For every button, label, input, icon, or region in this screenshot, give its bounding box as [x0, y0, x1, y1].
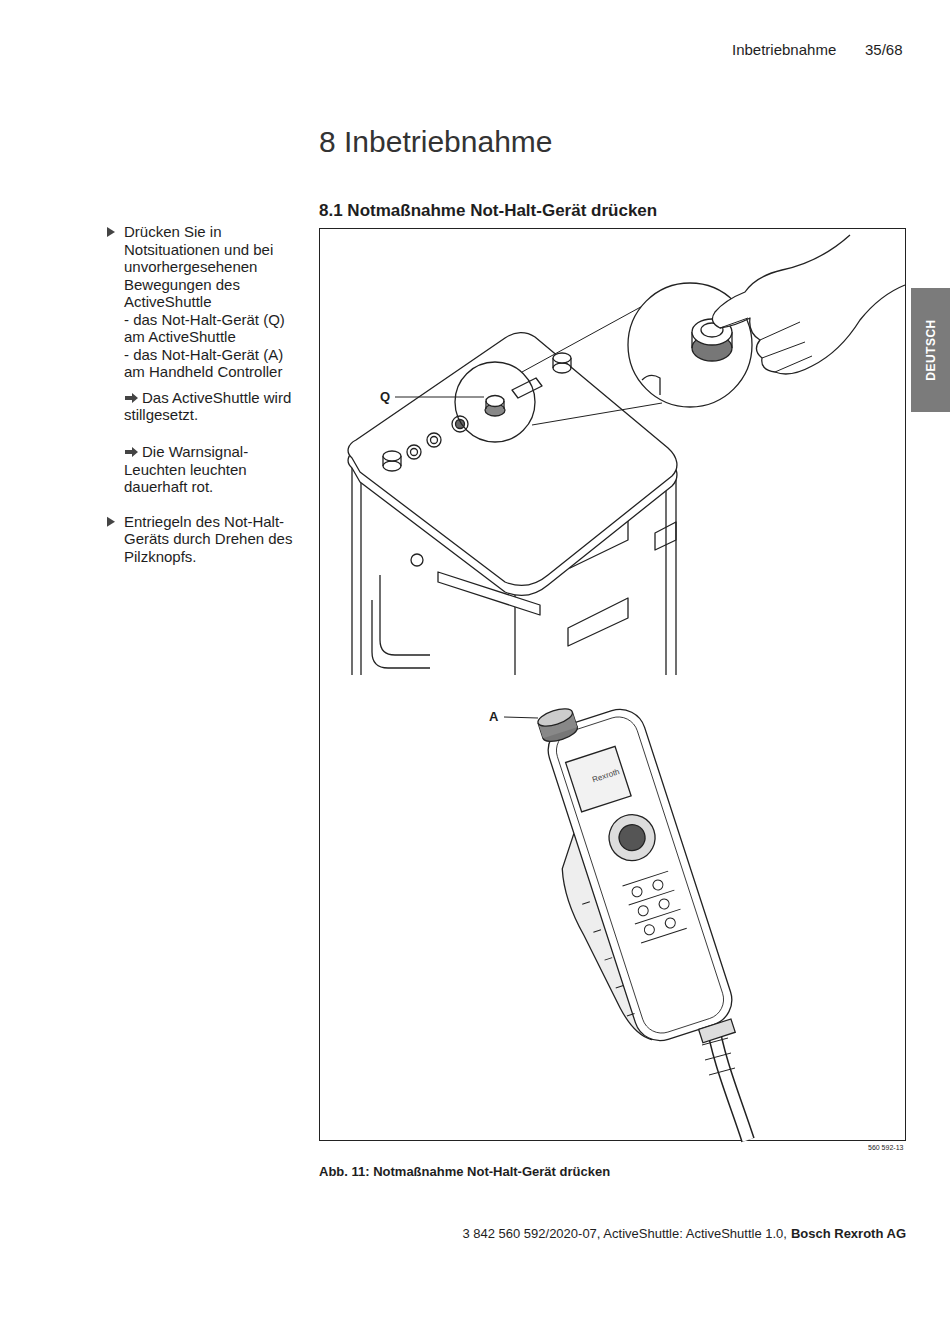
- callout-letter: A: [489, 709, 498, 725]
- bullet-triangle: [107, 517, 115, 527]
- instruction-text: Entriegeln des Not-Halt-Geräts durch Dre…: [124, 513, 306, 566]
- shuttle-drawing: [348, 235, 905, 675]
- leader-line: [395, 397, 484, 398]
- language-tab: DEUTSCH: [911, 288, 950, 412]
- document-number: 3 842 560 592/2020-07, ActiveShuttle: Ac…: [462, 1226, 787, 1241]
- tab-label: DEUTSCH: [924, 319, 938, 381]
- instruction-text: Das ActiveShuttle wird stillgesetzt.: [124, 389, 306, 424]
- instruction-text: Drücken Sie in Notsituationen und bei un…: [124, 223, 306, 311]
- callout-letter: Q: [380, 389, 390, 405]
- instruction-text: - das Not-Halt-Gerät (A) am Handheld Con…: [124, 346, 306, 381]
- figure-frame: [320, 229, 906, 1141]
- instruction-text: Die Warnsignal-Leuchten leuchten dauerha…: [124, 443, 306, 496]
- footer: 3 842 560 592/2020-07, ActiveShuttle: Ac…: [462, 1226, 906, 1241]
- leader-line: [504, 717, 538, 718]
- handheld-controller: [511, 686, 743, 1069]
- running-header: Inbetriebnahme: [732, 41, 836, 59]
- figure-caption: Abb. 11: Notmaßnahme Not-Halt-Gerät drüc…: [319, 1164, 610, 1180]
- bullet-triangle: [107, 227, 115, 237]
- result-arrow: [125, 393, 138, 403]
- section-heading: 8.1 Notmaßnahme Not-Halt-Gerät drücken: [319, 201, 657, 221]
- figure-number: 560 592-13: [868, 1144, 903, 1152]
- company-name: Bosch Rexroth AG: [791, 1226, 906, 1241]
- instruction-text: - das Not-Halt-Gerät (Q) am ActiveShuttl…: [124, 311, 306, 346]
- chapter-title: 8 Inbetriebnahme: [319, 124, 553, 160]
- page-number: 35/68: [865, 41, 903, 59]
- result-arrow: [125, 447, 138, 457]
